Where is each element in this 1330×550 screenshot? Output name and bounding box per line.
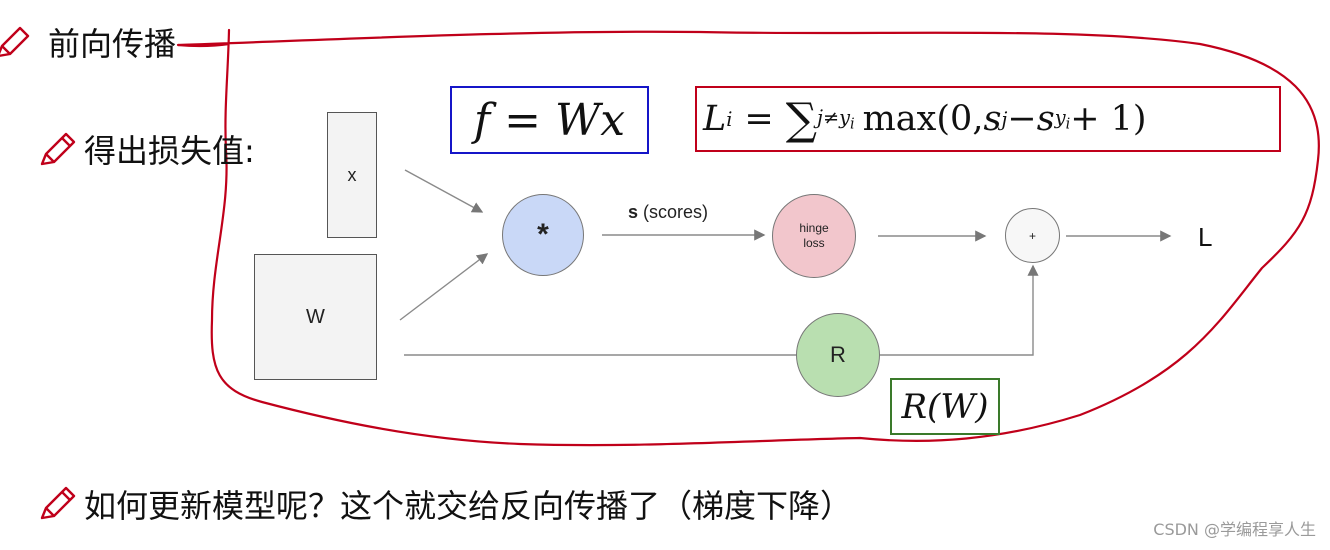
formula-args-open: (0,: [936, 99, 984, 139]
formula-x: x: [600, 94, 626, 146]
formula-sum-sub: j≠yi: [817, 106, 855, 132]
heading-get-loss: 得出损失值:: [84, 132, 255, 170]
loss-label: loss: [803, 236, 825, 250]
output-loss-label: L: [1198, 222, 1213, 252]
formula-W: W: [555, 94, 601, 146]
formula-s: s: [983, 99, 1002, 139]
weights-w-box: W: [254, 254, 377, 380]
scores-symbol: s: [628, 202, 639, 222]
plus-node: +: [1005, 208, 1060, 263]
watermark: CSDN @学编程享人生: [1153, 520, 1316, 539]
formula-max: max: [862, 99, 937, 139]
formula-equals: =: [504, 94, 542, 146]
input-x-box: x: [327, 112, 377, 238]
hinge-label: hinge: [799, 221, 829, 235]
formula-f: f: [473, 94, 491, 146]
scores-label: s (scores): [628, 202, 708, 223]
weights-w-label: W: [306, 305, 325, 328]
scores-text: (scores): [638, 202, 709, 222]
formula-sub-y-letter: y: [1054, 105, 1066, 129]
heading-update-model: 如何更新模型呢？这个就交给反向传播了（梯度下降）: [84, 487, 853, 525]
formula-equals: =: [744, 99, 774, 139]
formula-sum-sub-j: j≠y: [816, 105, 850, 129]
hinge-loss-node: hinge loss: [772, 194, 856, 278]
pencil-icon: [0, 26, 30, 57]
formula-sub-y: yi: [1055, 106, 1071, 132]
formula-sum-sub-i: i: [849, 116, 855, 133]
formula-L: L: [703, 99, 727, 139]
pencil-icon: [40, 486, 76, 520]
heading-forward-propagation: 前向传播: [48, 25, 177, 63]
formula-sub-i: i: [726, 107, 733, 131]
regularization-label: R: [830, 342, 846, 367]
input-x-label: x: [347, 164, 357, 185]
formula-sub-j: j: [1001, 107, 1008, 131]
multiply-symbol: *: [537, 218, 549, 251]
formula-minus: −: [1007, 99, 1037, 139]
multiply-node: *: [502, 194, 584, 276]
pencil-icon: [40, 132, 76, 166]
plus-symbol: +: [1028, 228, 1036, 243]
formula-sub-y-i: i: [1065, 116, 1071, 133]
regularization-node: R: [796, 313, 880, 397]
formula-plus-one: + 1): [1070, 99, 1147, 139]
regularization-formula: R(W): [890, 378, 1000, 435]
sigma-symbol: ∑: [785, 93, 817, 145]
formula-s2: s: [1036, 99, 1055, 139]
